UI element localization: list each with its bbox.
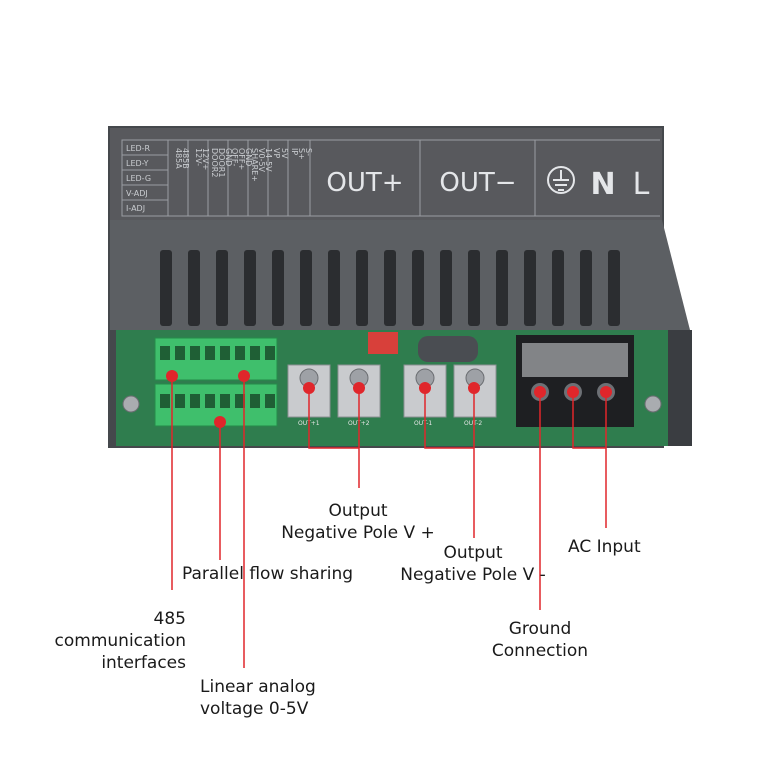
top-panel: [110, 128, 662, 220]
callout-parallel-sharing: Parallel flow sharing: [182, 563, 353, 585]
callout-485-interfaces: 485 communication interfaces: [20, 608, 186, 674]
silk-out-m1: OUT-1: [414, 420, 432, 427]
legend-col-c-1: DOOR1: [217, 148, 226, 177]
callout-485-line1: 485: [153, 609, 186, 629]
legend-col-e-2: 14-5V: [264, 148, 273, 172]
callout-ground-line2: Connection: [491, 641, 589, 661]
callout-linear-line2: voltage 0-5V: [200, 699, 309, 719]
callout-ground-connection: Ground Connection: [470, 618, 610, 662]
coil-inductor: [418, 336, 478, 362]
callout-485-line2: communication: [54, 631, 186, 651]
legend-v-adj: V-ADJ: [126, 189, 148, 198]
legend-col-d-0: OFF-: [230, 148, 239, 167]
legend-col-c-0: DOOR2: [210, 148, 219, 177]
callout-output-positive-line1: Output: [328, 501, 388, 521]
ac-terminal-block: [516, 335, 634, 427]
earth-ground-icon: [547, 166, 575, 194]
silk-out-m2: OUT-2: [464, 420, 482, 427]
callout-linear-analog: Linear analog voltage 0-5V: [200, 676, 316, 720]
legend-col-g-2: S-: [304, 148, 313, 156]
label-neutral: N: [590, 167, 615, 202]
callout-parallel-sharing-line1: Parallel flow sharing: [182, 564, 354, 584]
legend-grid: [121, 139, 660, 217]
callout-output-negative-line1: Output: [443, 543, 503, 563]
legend-col-d-2: GND: [244, 148, 253, 166]
label-out-plus: OUT+: [326, 168, 403, 198]
label-live: L: [633, 167, 650, 202]
legend-led-y: LED-Y: [126, 159, 149, 168]
legend-col-g-1: S+: [297, 148, 306, 160]
panel-terminal-labels: OUT+ OUT− N L: [326, 167, 649, 202]
callout-output-negative: Output Negative Pole V -: [378, 542, 568, 586]
vent-slots: [160, 250, 620, 326]
legend-led-r: LED-R: [126, 144, 151, 153]
callout-485-line3: interfaces: [101, 653, 186, 673]
label-out-minus: OUT−: [439, 168, 516, 198]
legend-i-adj: I-ADJ: [126, 204, 145, 213]
mounting-screw-right: [644, 395, 662, 413]
callout-dots: [166, 370, 612, 428]
callout-output-negative-line2: Negative Pole V -: [400, 565, 546, 585]
legend-led-g: LED-G: [126, 174, 151, 183]
legend-col-g-0: IP: [290, 148, 299, 155]
legend-col-c-2: GND: [224, 148, 233, 166]
callout-ground-line1: Ground: [508, 619, 572, 639]
legend-col-e-1: V0-5V: [257, 148, 266, 173]
legend-col-a-0: 485A: [174, 148, 183, 169]
callout-ac-input-line1: AC Input: [568, 537, 641, 557]
callout-output-positive-line2: Negative Pole V +: [281, 523, 435, 543]
legend-col-f-0: VP: [272, 148, 281, 158]
callout-output-positive: Output Negative Pole V +: [258, 500, 458, 544]
legend-col-e-0: SHARE+: [250, 148, 259, 182]
legend-text: LED-R LED-Y LED-G V-ADJ I-ADJ 485A 485B …: [126, 144, 313, 213]
callout-linear-line1: Linear analog: [200, 677, 316, 697]
red-capacitor: [368, 332, 398, 354]
mounting-screw-left: [122, 395, 140, 413]
green-terminal-blocks: [154, 337, 278, 427]
legend-col-b-0: 12V-: [194, 148, 203, 166]
callout-lines: [171, 376, 607, 668]
legend-col-a-1: 485B: [181, 148, 190, 169]
legend-col-d-1: OFF+: [237, 148, 246, 170]
callout-ac-input: AC Input: [568, 536, 641, 558]
legend-col-f-1: 5V: [280, 148, 289, 159]
legend-col-b-1: 12V+: [201, 148, 210, 170]
